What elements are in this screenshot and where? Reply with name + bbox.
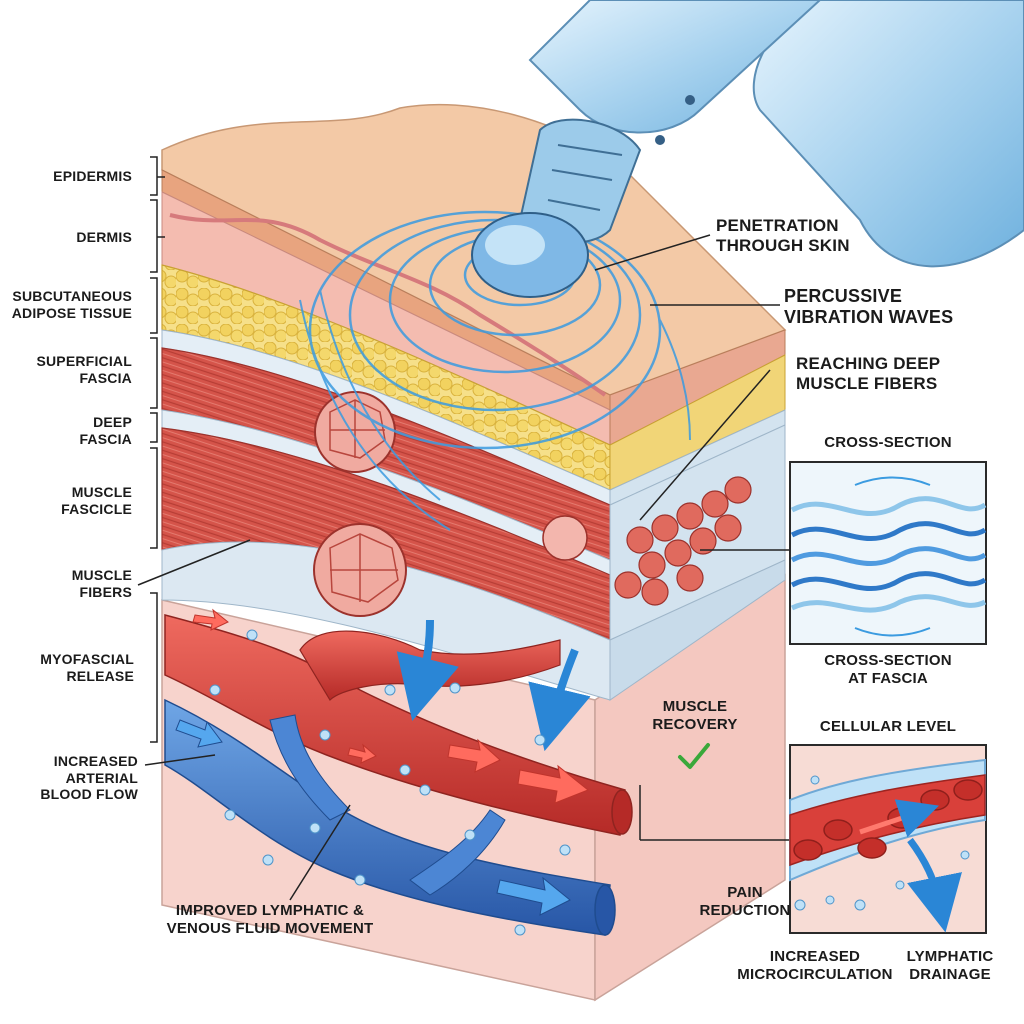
fascicle-cross-sections	[313, 391, 588, 617]
label-muscle-fibers: MUSCLE FIBERS	[71, 567, 132, 600]
label-dermis: DERMIS	[76, 229, 132, 245]
label-muscle-recovery: MUSCLE RECOVERY	[652, 698, 738, 733]
label-myofascial-release: MYOFASCIAL RELEASE	[40, 651, 134, 684]
label-epidermis: EPIDERMIS	[53, 168, 132, 184]
cellular-level-title: CELLULAR LEVEL	[819, 718, 957, 735]
label-microcirculation: INCREASED MICROCIRCULATION	[737, 948, 893, 983]
flow-arrow-icon	[192, 608, 589, 804]
flow-arrow-icon	[175, 719, 571, 916]
label-superficial-fascia: SUPERFICIAL FASCIA	[36, 353, 132, 386]
label-lymphatic-venous: IMPROVED LYMPHATIC & VENOUS FLUID MOVEME…	[166, 902, 374, 937]
label-subcutaneous-adipose: SUBCUTANEOUS ADIPOSE TISSUE	[11, 288, 132, 321]
label-muscle-fascicle: MUSCLE FASCICLE	[61, 484, 132, 517]
flow-arrow-icon	[528, 648, 591, 752]
vein	[164, 698, 616, 936]
fascicle-bundle	[614, 476, 752, 606]
label-deep-fascia: DEEP FASCIA	[79, 414, 132, 447]
label-lymphatic-drainage: LYMPHATIC DRAINAGE	[906, 948, 994, 983]
lymph-dots	[209, 629, 571, 936]
label-arterial-blood-flow: INCREASED ARTERIAL BLOOD FLOW	[40, 753, 138, 803]
label-pain-reduction: PAIN REDUCTION	[699, 884, 791, 919]
label-deep-muscle-fibers: REACHING DEEP MUSCLE FIBERS	[796, 354, 941, 394]
label-penetration: PENETRATION THROUGH SKIN	[716, 216, 850, 256]
cellular-inset	[789, 744, 987, 934]
massage-gun-device	[471, 0, 1024, 298]
cross-section-title: CROSS-SECTION	[824, 434, 952, 451]
cross-section-caption: CROSS-SECTION AT FASCIA	[824, 652, 952, 687]
flow-arrow-icon	[396, 619, 459, 722]
label-vibration-waves: PERCUSSIVE VIBRATION WAVES	[784, 286, 954, 328]
check-icon	[678, 743, 710, 769]
label-brackets	[137, 156, 790, 901]
cross-section-inset	[789, 461, 987, 645]
